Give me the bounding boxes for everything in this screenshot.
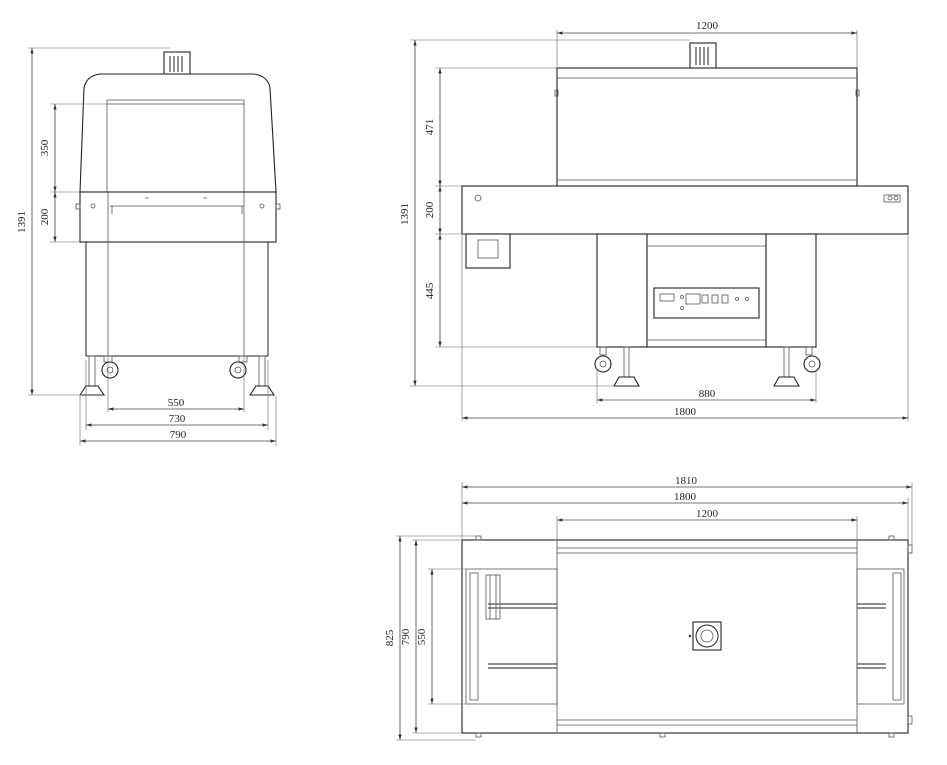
side-box — [465, 233, 511, 269]
cabinet-right — [765, 233, 817, 348]
dim-front-overall-height: 1391 — [16, 211, 28, 233]
dim-side-tunnel-height: 471 — [424, 119, 436, 136]
dim-side-tunnel-length: 1200 — [696, 20, 719, 32]
dim-side-overall-length: 1800 — [674, 406, 697, 418]
dim-front-frame-height: 200 — [39, 208, 51, 225]
top-outer-frame — [461, 539, 909, 734]
dim-front-overall-width: 790 — [170, 429, 187, 441]
tunnel-body — [556, 67, 858, 187]
top-left-section — [465, 568, 558, 705]
dim-front-tunnel-height: 350 — [39, 139, 51, 156]
front-casters — [78, 355, 276, 396]
dim-side-overall-height: 1391 — [399, 203, 411, 225]
frame-band — [79, 191, 277, 243]
front-view: 1391 350 200 550 730 790 — [16, 47, 281, 446]
cabinet-left — [596, 233, 648, 348]
tunnel-hood — [79, 73, 277, 193]
dim-top-overall-depth: 825 — [384, 629, 396, 646]
dim-top-overall-length: 1800 — [674, 491, 697, 503]
fan-motor — [163, 51, 191, 75]
dim-front-inner-width: 550 — [168, 397, 185, 409]
dim-top-tunnel-length: 1200 — [696, 508, 719, 520]
side-view: 1200 471 200 445 1391 880 1800 — [399, 20, 909, 421]
dim-side-leg-height: 445 — [424, 282, 436, 299]
top-right-section — [856, 568, 905, 705]
dim-top-frame-depth: 790 — [400, 628, 412, 645]
side-casters — [594, 346, 821, 387]
top-fan-motor — [688, 621, 722, 651]
conveyor-frame — [461, 185, 909, 235]
dim-front-frame-width: 730 — [169, 413, 186, 425]
dim-top-overall-length-outer: 1810 — [675, 475, 698, 487]
dim-side-leg-span: 880 — [699, 388, 716, 400]
top-view: 1810 1800 1200 825 790 550 — [384, 475, 913, 741]
dim-side-frame-height: 200 — [424, 201, 436, 218]
dim-top-conveyor-width: 550 — [416, 628, 428, 645]
control-panel — [653, 287, 760, 319]
side-fan-motor — [689, 42, 717, 69]
